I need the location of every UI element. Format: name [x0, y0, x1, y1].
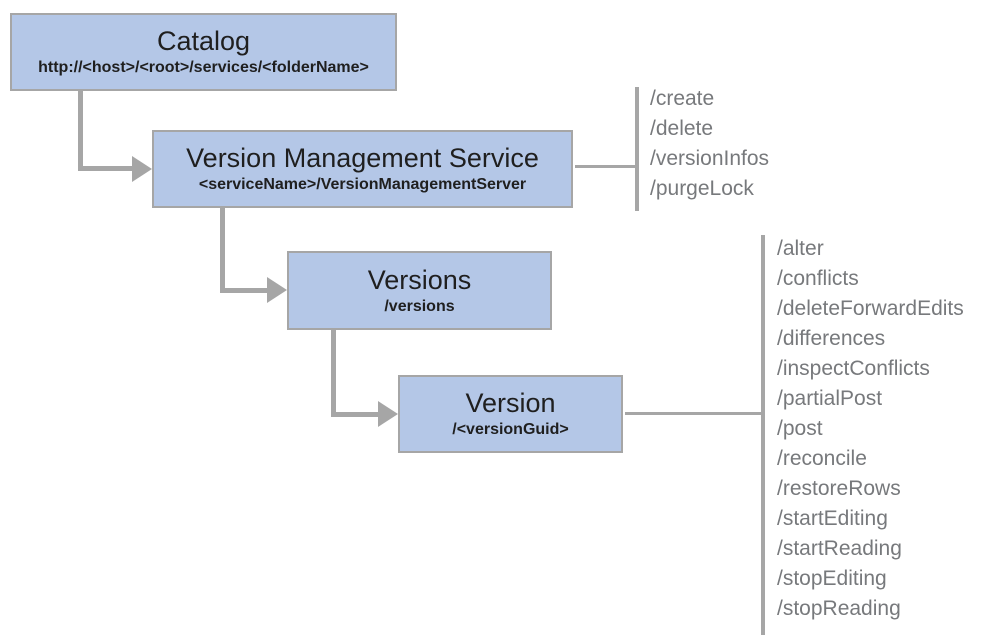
operation-label: /startReading — [777, 537, 902, 560]
operation-label: /delete — [650, 117, 714, 140]
operation-label: /create — [650, 87, 715, 110]
connector-catalog-to-vms-vertical — [78, 91, 83, 171]
node-catalog: Catalog http://<host>/<root>/services/<f… — [10, 13, 397, 91]
node-title: Version — [465, 388, 556, 418]
operation-label: /deleteForwardEdits — [777, 297, 964, 320]
arrow-right-icon — [132, 156, 152, 182]
operation-label: /partialPost — [777, 387, 883, 410]
operation-label: /startEditing — [777, 507, 888, 530]
operations-list-version: /alter /conflicts /deleteForwardEdits /d… — [777, 234, 964, 624]
node-subtitle: /versions — [384, 297, 455, 315]
operation-label: /inspectConflicts — [777, 357, 930, 380]
operation-label: /conflicts — [777, 267, 859, 290]
arrow-right-icon — [267, 277, 287, 303]
operation-label: /reconcile — [777, 447, 867, 470]
node-versions: Versions /versions — [287, 251, 552, 330]
connector-vms-to-operations — [575, 165, 635, 168]
node-title: Version Management Service — [186, 143, 539, 173]
operation-label: /alter — [777, 237, 824, 260]
node-subtitle: /<versionGuid> — [452, 421, 569, 439]
operation-label: /purgeLock — [650, 177, 754, 200]
operation-label: /post — [777, 417, 823, 440]
arrow-right-icon — [378, 401, 398, 427]
connector-vms-to-versions-vertical — [220, 208, 225, 293]
operation-label: /differences — [777, 327, 886, 350]
connector-vms-to-versions-horizontal — [220, 288, 267, 293]
node-title: Versions — [367, 264, 472, 295]
node-version: Version /<versionGuid> — [398, 375, 623, 453]
node-subtitle: http://<host>/<root>/services/<folderNam… — [38, 59, 369, 77]
operations-bracket-version — [761, 235, 765, 635]
node-title: Catalog — [156, 26, 251, 56]
node-version-management-service: Version Management Service <serviceName>… — [152, 130, 573, 208]
connector-catalog-to-vms-horizontal — [78, 166, 132, 171]
node-subtitle: <serviceName>/VersionManagementServer — [198, 176, 527, 194]
operation-label: /stopEditing — [777, 567, 887, 590]
operation-label: /restoreRows — [777, 477, 901, 500]
operations-list-vms: /create /delete /versionInfos /purgeLock — [650, 84, 769, 204]
operations-bracket-vms — [635, 87, 639, 211]
connector-versions-to-version-vertical — [331, 330, 336, 417]
operation-label: /versionInfos — [650, 147, 770, 170]
connector-version-to-operations — [625, 412, 761, 415]
operation-label: /stopReading — [777, 597, 901, 620]
connector-versions-to-version-horizontal — [331, 412, 378, 417]
